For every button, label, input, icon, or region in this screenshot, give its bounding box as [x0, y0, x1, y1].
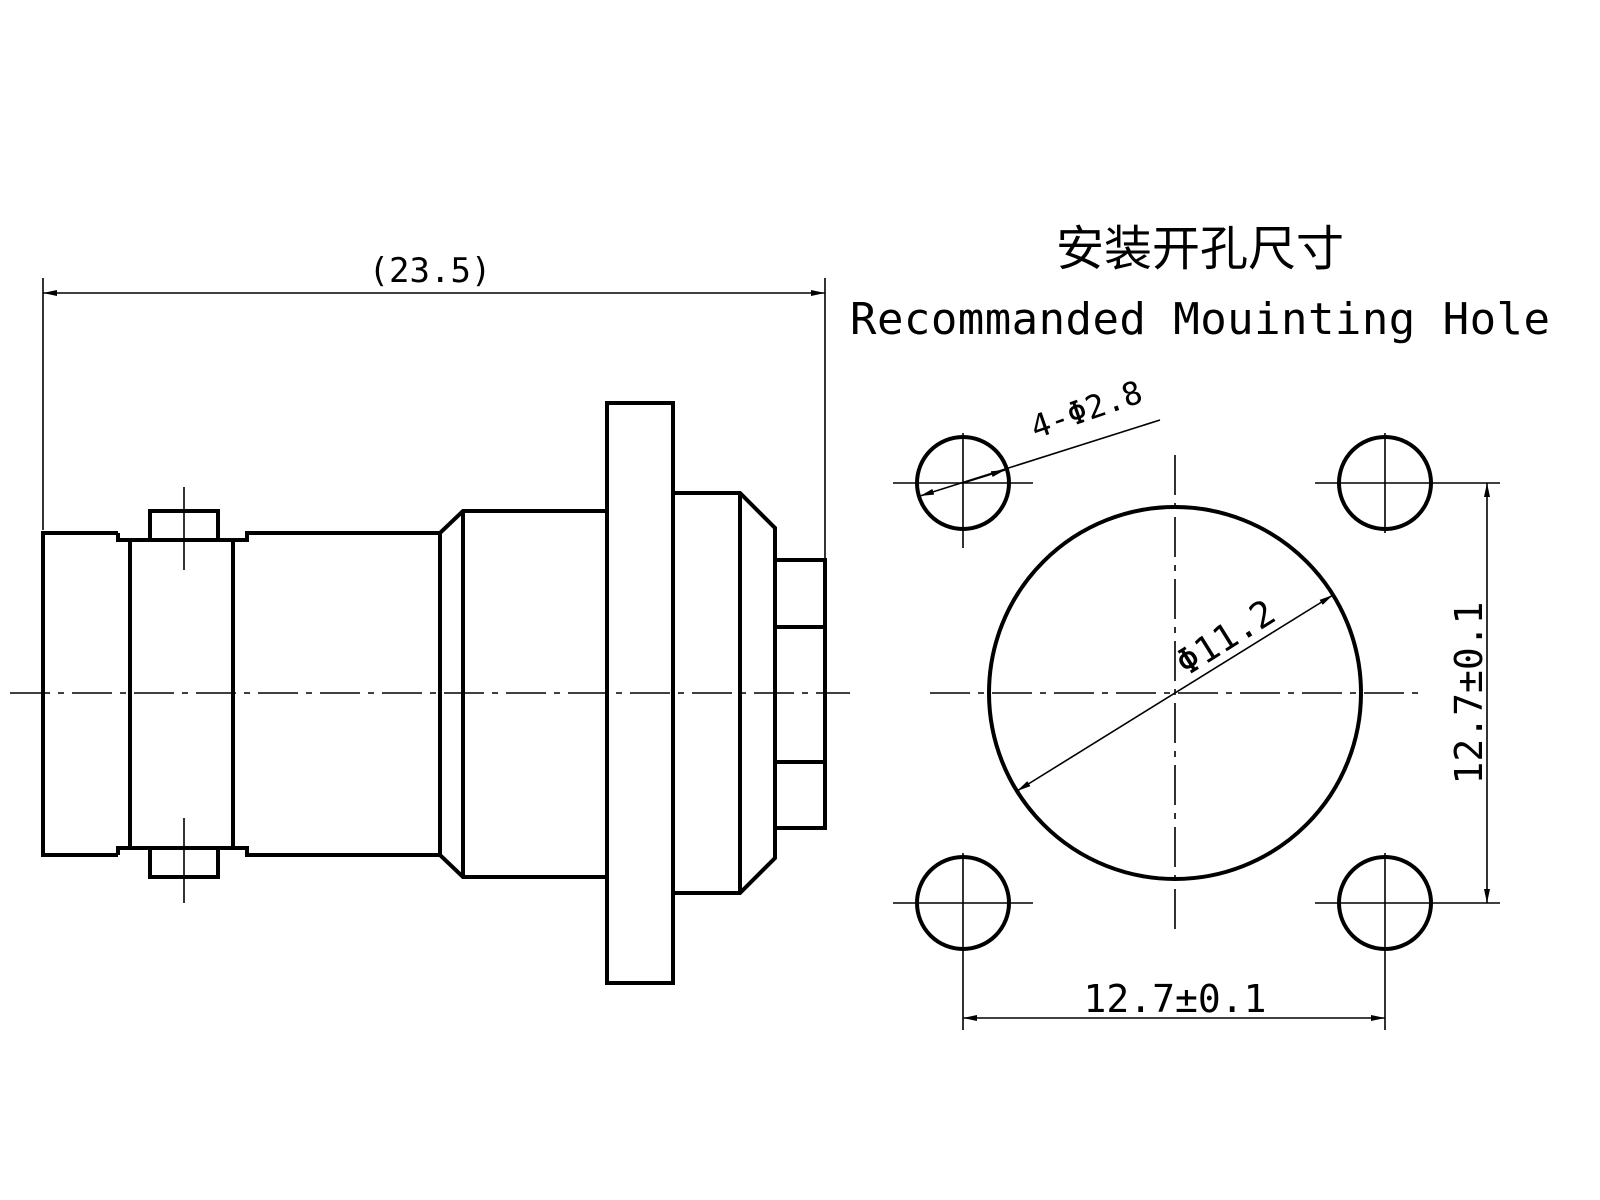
front-tip [775, 558, 827, 830]
mounting-flange [605, 401, 675, 985]
screw-holes [893, 433, 1500, 1030]
mounting-hole-pattern: 12.7±0.1 12.7±0.1 Φ11.2 4-Φ2.8 [893, 373, 1500, 1030]
rear-body [41, 531, 130, 857]
title-chinese: 安装开孔尺寸 [1056, 221, 1344, 277]
mid-body [233, 509, 607, 879]
center-hole-diameter-label: Φ11.2 [1169, 592, 1283, 684]
front-body [673, 491, 777, 895]
center-hole [987, 505, 1363, 881]
title-english: Recommanded Mouinting Hole [850, 294, 1550, 345]
vertical-spacing-label: 12.7±0.1 [1447, 601, 1491, 784]
horizontal-spacing-label: 12.7±0.1 [1083, 977, 1266, 1021]
overall-length-label: (23.5) [369, 251, 492, 291]
bayonet-ring [128, 538, 235, 850]
center-hole-diameter-dimension [1016, 594, 1334, 792]
screw-hole-leader-arrow [962, 469, 1006, 484]
screw-hole-leader [919, 419, 1161, 497]
connector-side-view: (23.5) [10, 251, 850, 985]
screw-hole-label: 4-Φ2.8 [1026, 373, 1148, 447]
